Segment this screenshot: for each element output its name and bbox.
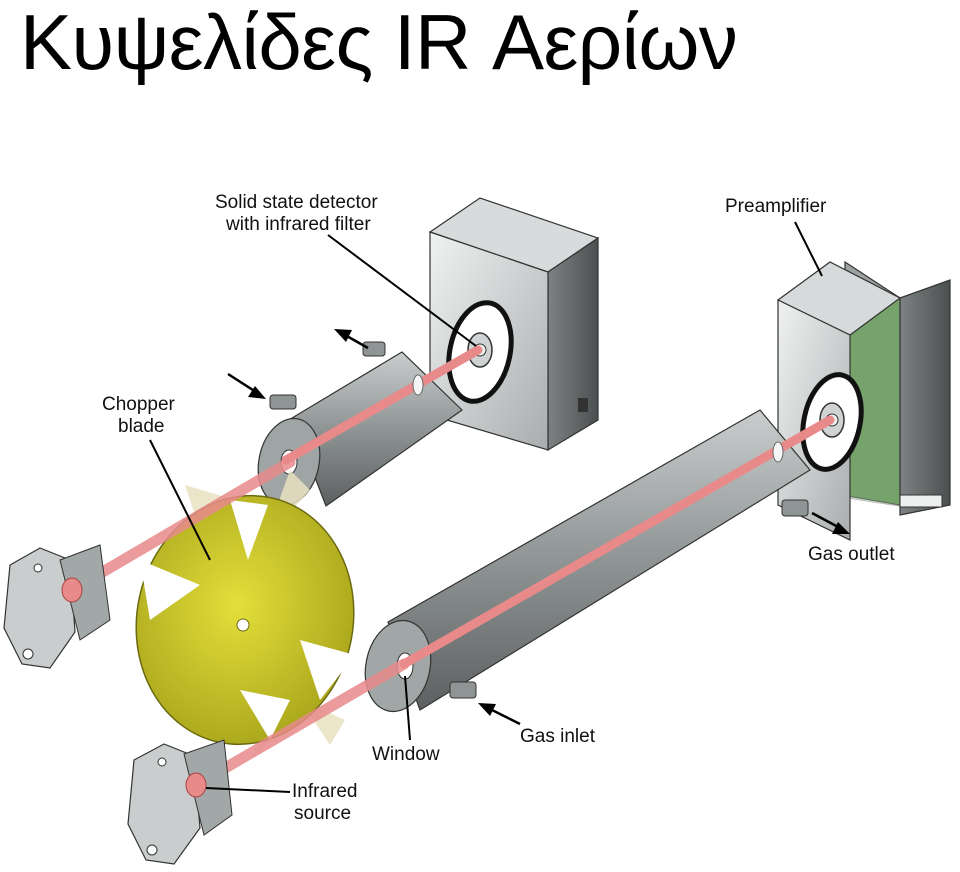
chopper-blade	[135, 470, 355, 760]
gas-outlet-label: Gas outlet	[808, 544, 895, 565]
port-arrow-icon	[227, 372, 266, 399]
preamplifier-label: Preamplifier	[725, 196, 827, 217]
gas-inlet-port	[449, 681, 477, 699]
chopper-label: blade	[118, 416, 165, 437]
gas-inlet-label: Gas inlet	[520, 726, 596, 747]
inlet-arrow-icon	[478, 703, 521, 726]
ir-beam-lower	[190, 658, 410, 791]
detector-label: with infrared filter	[225, 214, 371, 235]
preamplifier-box	[776, 260, 951, 541]
window-label: Window	[372, 744, 440, 765]
ir-beam-upper	[66, 456, 296, 596]
reference-gas-ports	[269, 341, 386, 410]
chopper-label: Chopper	[102, 394, 176, 415]
infrared-source-lower	[127, 739, 233, 865]
leader-lines	[149, 221, 823, 793]
outlet-arrow-icon	[811, 511, 850, 534]
infrared-source-upper	[3, 544, 111, 669]
sample-cell-tube	[364, 409, 835, 713]
port-arrow-icon	[334, 329, 369, 350]
slide-title: Κυψελίδες IR Αερίων	[20, 0, 738, 86]
infrared-source-label: source	[294, 803, 351, 824]
infrared-source-label: Infrared	[292, 781, 357, 802]
gas-outlet-port	[781, 499, 809, 517]
detector-label: Solid state detector	[215, 192, 378, 213]
